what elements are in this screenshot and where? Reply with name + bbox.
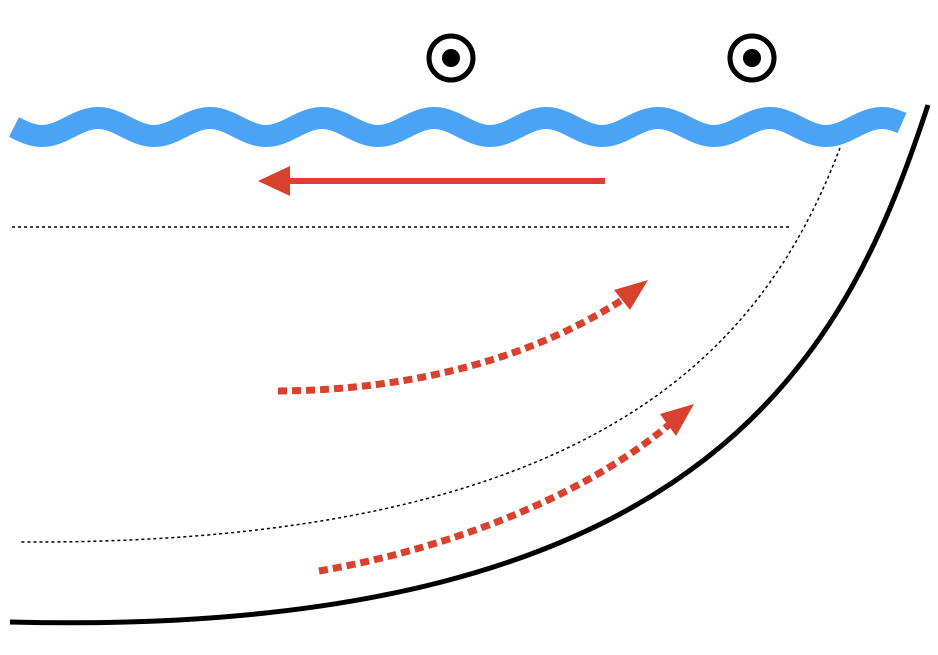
curved-layer-boundary [19,147,841,543]
lower-recirculation-arrow [318,404,694,575]
upper-recirculation-arrow [277,280,648,395]
surface-flow-arrow [258,166,605,196]
out-of-page-circle-dot-icon [727,33,777,83]
bottom-boundary-curve [9,104,931,626]
water-surface-wave [9,106,907,148]
out-of-page-circle-dot-icon [426,33,476,83]
